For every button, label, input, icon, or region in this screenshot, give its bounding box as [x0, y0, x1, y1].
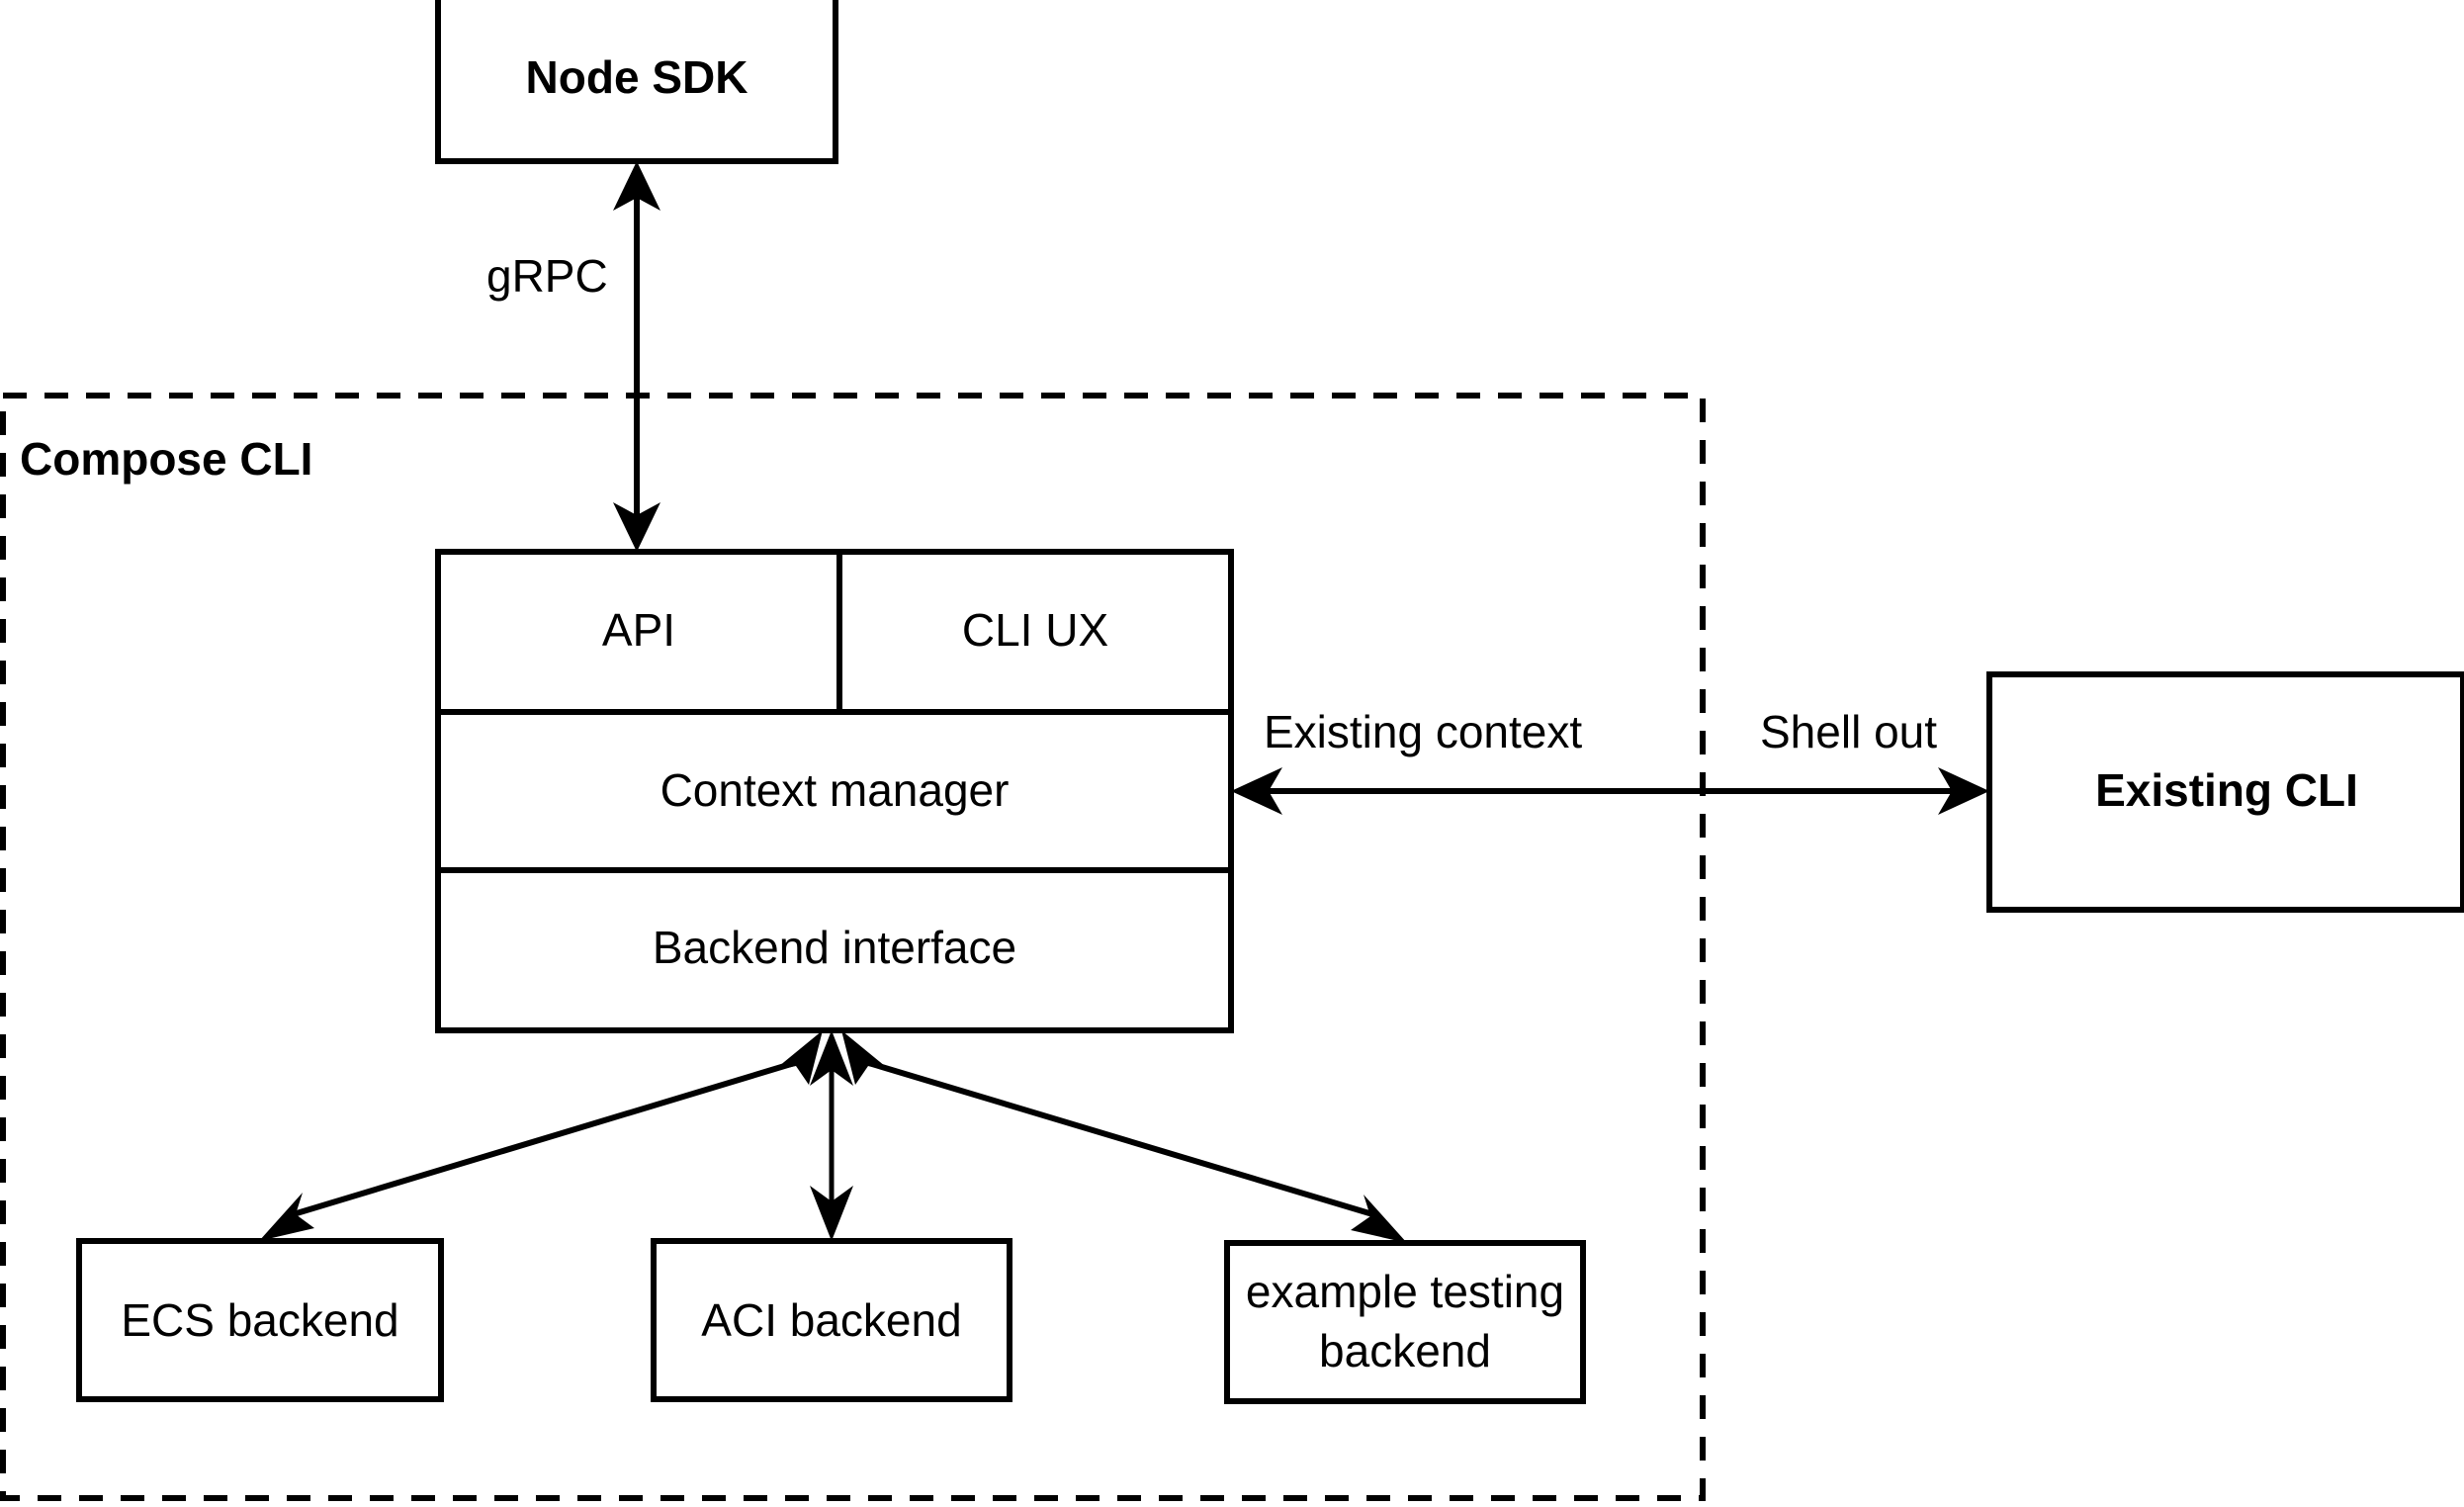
compose-cli-group-border	[0, 393, 1706, 1501]
existing-context-edge-label: Existing context	[1264, 706, 1582, 757]
api-label: API	[602, 604, 675, 656]
example-testing-backend-label-line1: example testing	[1246, 1266, 1564, 1317]
aci-backend-label: ACI backend	[701, 1294, 961, 1346]
ecs-connector-arrowhead-up	[773, 1030, 823, 1085]
example-testing-backend-box[interactable]	[1224, 1240, 1586, 1404]
aci-connector-arrowhead-down	[810, 1186, 853, 1241]
shell-out-arrowhead-right	[1938, 767, 1989, 815]
ecs-backend-label: ECS backend	[121, 1294, 398, 1346]
existing-cli-box[interactable]	[1986, 671, 2464, 913]
ecs-backend-box[interactable]	[76, 1238, 444, 1402]
backend-interface-label: Backend interface	[653, 922, 1016, 973]
aci-connector-arrowhead-up	[810, 1030, 853, 1086]
grpc-arrowhead-up	[613, 161, 660, 211]
aci-backend-box[interactable]	[651, 1238, 1012, 1402]
context-manager-label: Context manager	[660, 764, 1010, 816]
grpc-arrowhead-down	[613, 502, 660, 552]
ecs-connector-arrowhead-down	[259, 1193, 314, 1241]
existing-context-arrowhead-left	[1231, 767, 1282, 815]
compose-cli-group-label: Compose CLI	[20, 433, 312, 485]
cli-ux-label: CLI UX	[962, 604, 1108, 656]
ecs-backend-connector-line	[286, 1055, 812, 1219]
example-connector-arrowhead-up	[841, 1030, 891, 1085]
shell-out-edge-label: Shell out	[1760, 706, 1937, 757]
existing-cli-label: Existing CLI	[2095, 764, 2358, 816]
example-connector-arrowhead-down	[1351, 1195, 1407, 1243]
example-testing-backend-label-line2: backend	[1319, 1325, 1491, 1376]
grpc-edge-label: gRPC	[486, 250, 608, 302]
node-sdk-label: Node SDK	[526, 51, 748, 103]
example-backend-connector-line	[851, 1055, 1380, 1219]
